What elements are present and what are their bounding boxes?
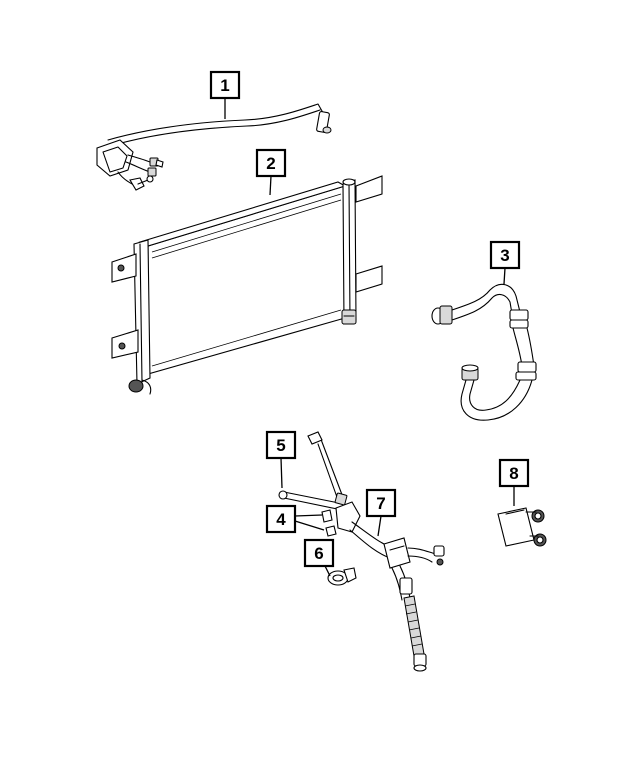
part-3-suction-hose[interactable] bbox=[431, 283, 537, 421]
part-8-valve-block[interactable] bbox=[497, 507, 547, 547]
callout-3: 3 bbox=[489, 240, 521, 285]
part-6-clip[interactable] bbox=[327, 567, 357, 586]
callout-6: 6 bbox=[303, 538, 335, 577]
part-2-condenser[interactable] bbox=[111, 175, 383, 396]
callout-8-label: 8 bbox=[509, 464, 518, 483]
callout-4-label: 4 bbox=[276, 510, 286, 529]
callout-1: 1 bbox=[209, 70, 241, 119]
callout-7: 7 bbox=[365, 488, 397, 537]
callout-2: 2 bbox=[255, 148, 287, 196]
callout-2-label: 2 bbox=[266, 154, 275, 173]
callout-6-label: 6 bbox=[314, 544, 323, 563]
callout-8: 8 bbox=[498, 458, 530, 506]
callout-7-label: 7 bbox=[376, 494, 385, 513]
callout-5-label: 5 bbox=[276, 436, 285, 455]
part-7-discharge-line[interactable] bbox=[335, 501, 445, 672]
callout-5: 5 bbox=[265, 430, 297, 489]
callout-4: 4 bbox=[265, 504, 325, 534]
callout-1-label: 1 bbox=[220, 76, 229, 95]
part-5-tube[interactable] bbox=[278, 431, 348, 511]
callout-3-label: 3 bbox=[500, 246, 509, 265]
part-1-ac-line[interactable] bbox=[96, 103, 332, 191]
